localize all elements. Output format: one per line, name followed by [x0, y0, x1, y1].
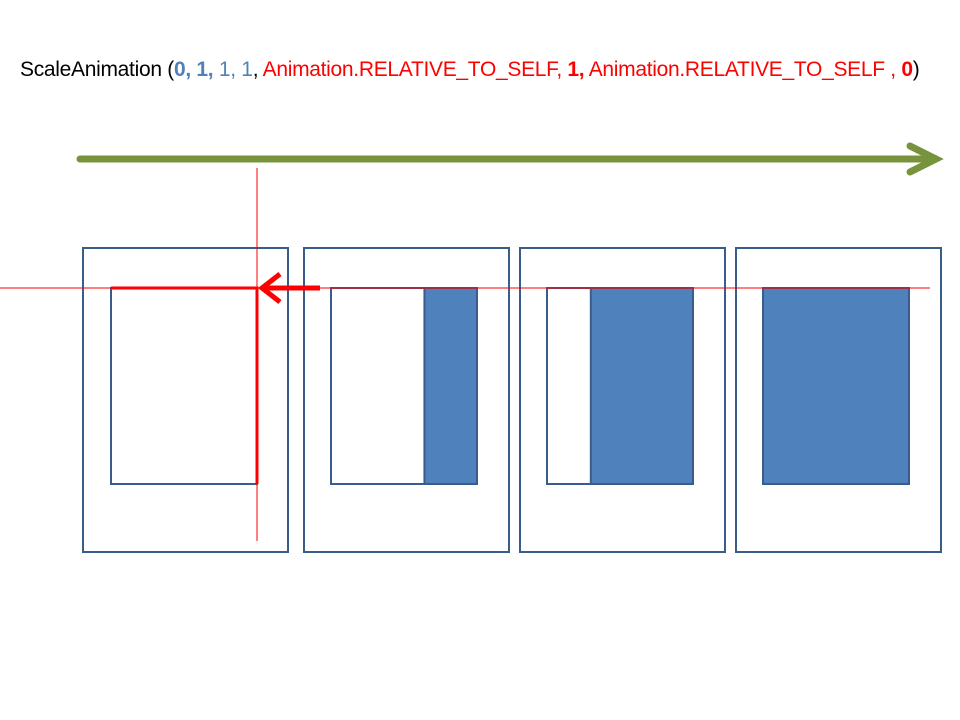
view-bounds-1: [110, 287, 258, 485]
arg-to-x: 1,: [190, 58, 214, 81]
title-sep: ,: [252, 58, 263, 81]
frames: [82, 247, 942, 553]
scaled-view-3: [589, 287, 694, 485]
arg-from-x: 0,: [173, 58, 191, 81]
arg-pivot-x: 1,: [561, 58, 585, 81]
arg-pivot-y: 0: [901, 58, 913, 81]
pivot-edge-highlight: [111, 286, 259, 484]
title-suffix: ): [912, 58, 920, 81]
scaled-view-4: [762, 287, 910, 485]
shrink-direction-arrow: [257, 272, 320, 304]
frame-2: [303, 247, 510, 553]
arg-y-scale: 1, 1: [213, 58, 253, 81]
frame-4: [735, 247, 942, 553]
timeline-arrow: [76, 142, 944, 176]
frame-3: [519, 247, 726, 553]
frame-1: [82, 247, 289, 553]
arg-pivot-y-type: Animation.RELATIVE_TO_SELF ,: [584, 58, 902, 81]
scale-animation-signature: ScaleAnimation (0, 1, 1, 1, Animation.RE…: [20, 58, 920, 82]
arg-pivot-x-type: Animation.RELATIVE_TO_SELF,: [262, 58, 563, 81]
title-prefix: ScaleAnimation (: [20, 58, 174, 81]
scaled-view-2: [423, 287, 479, 485]
